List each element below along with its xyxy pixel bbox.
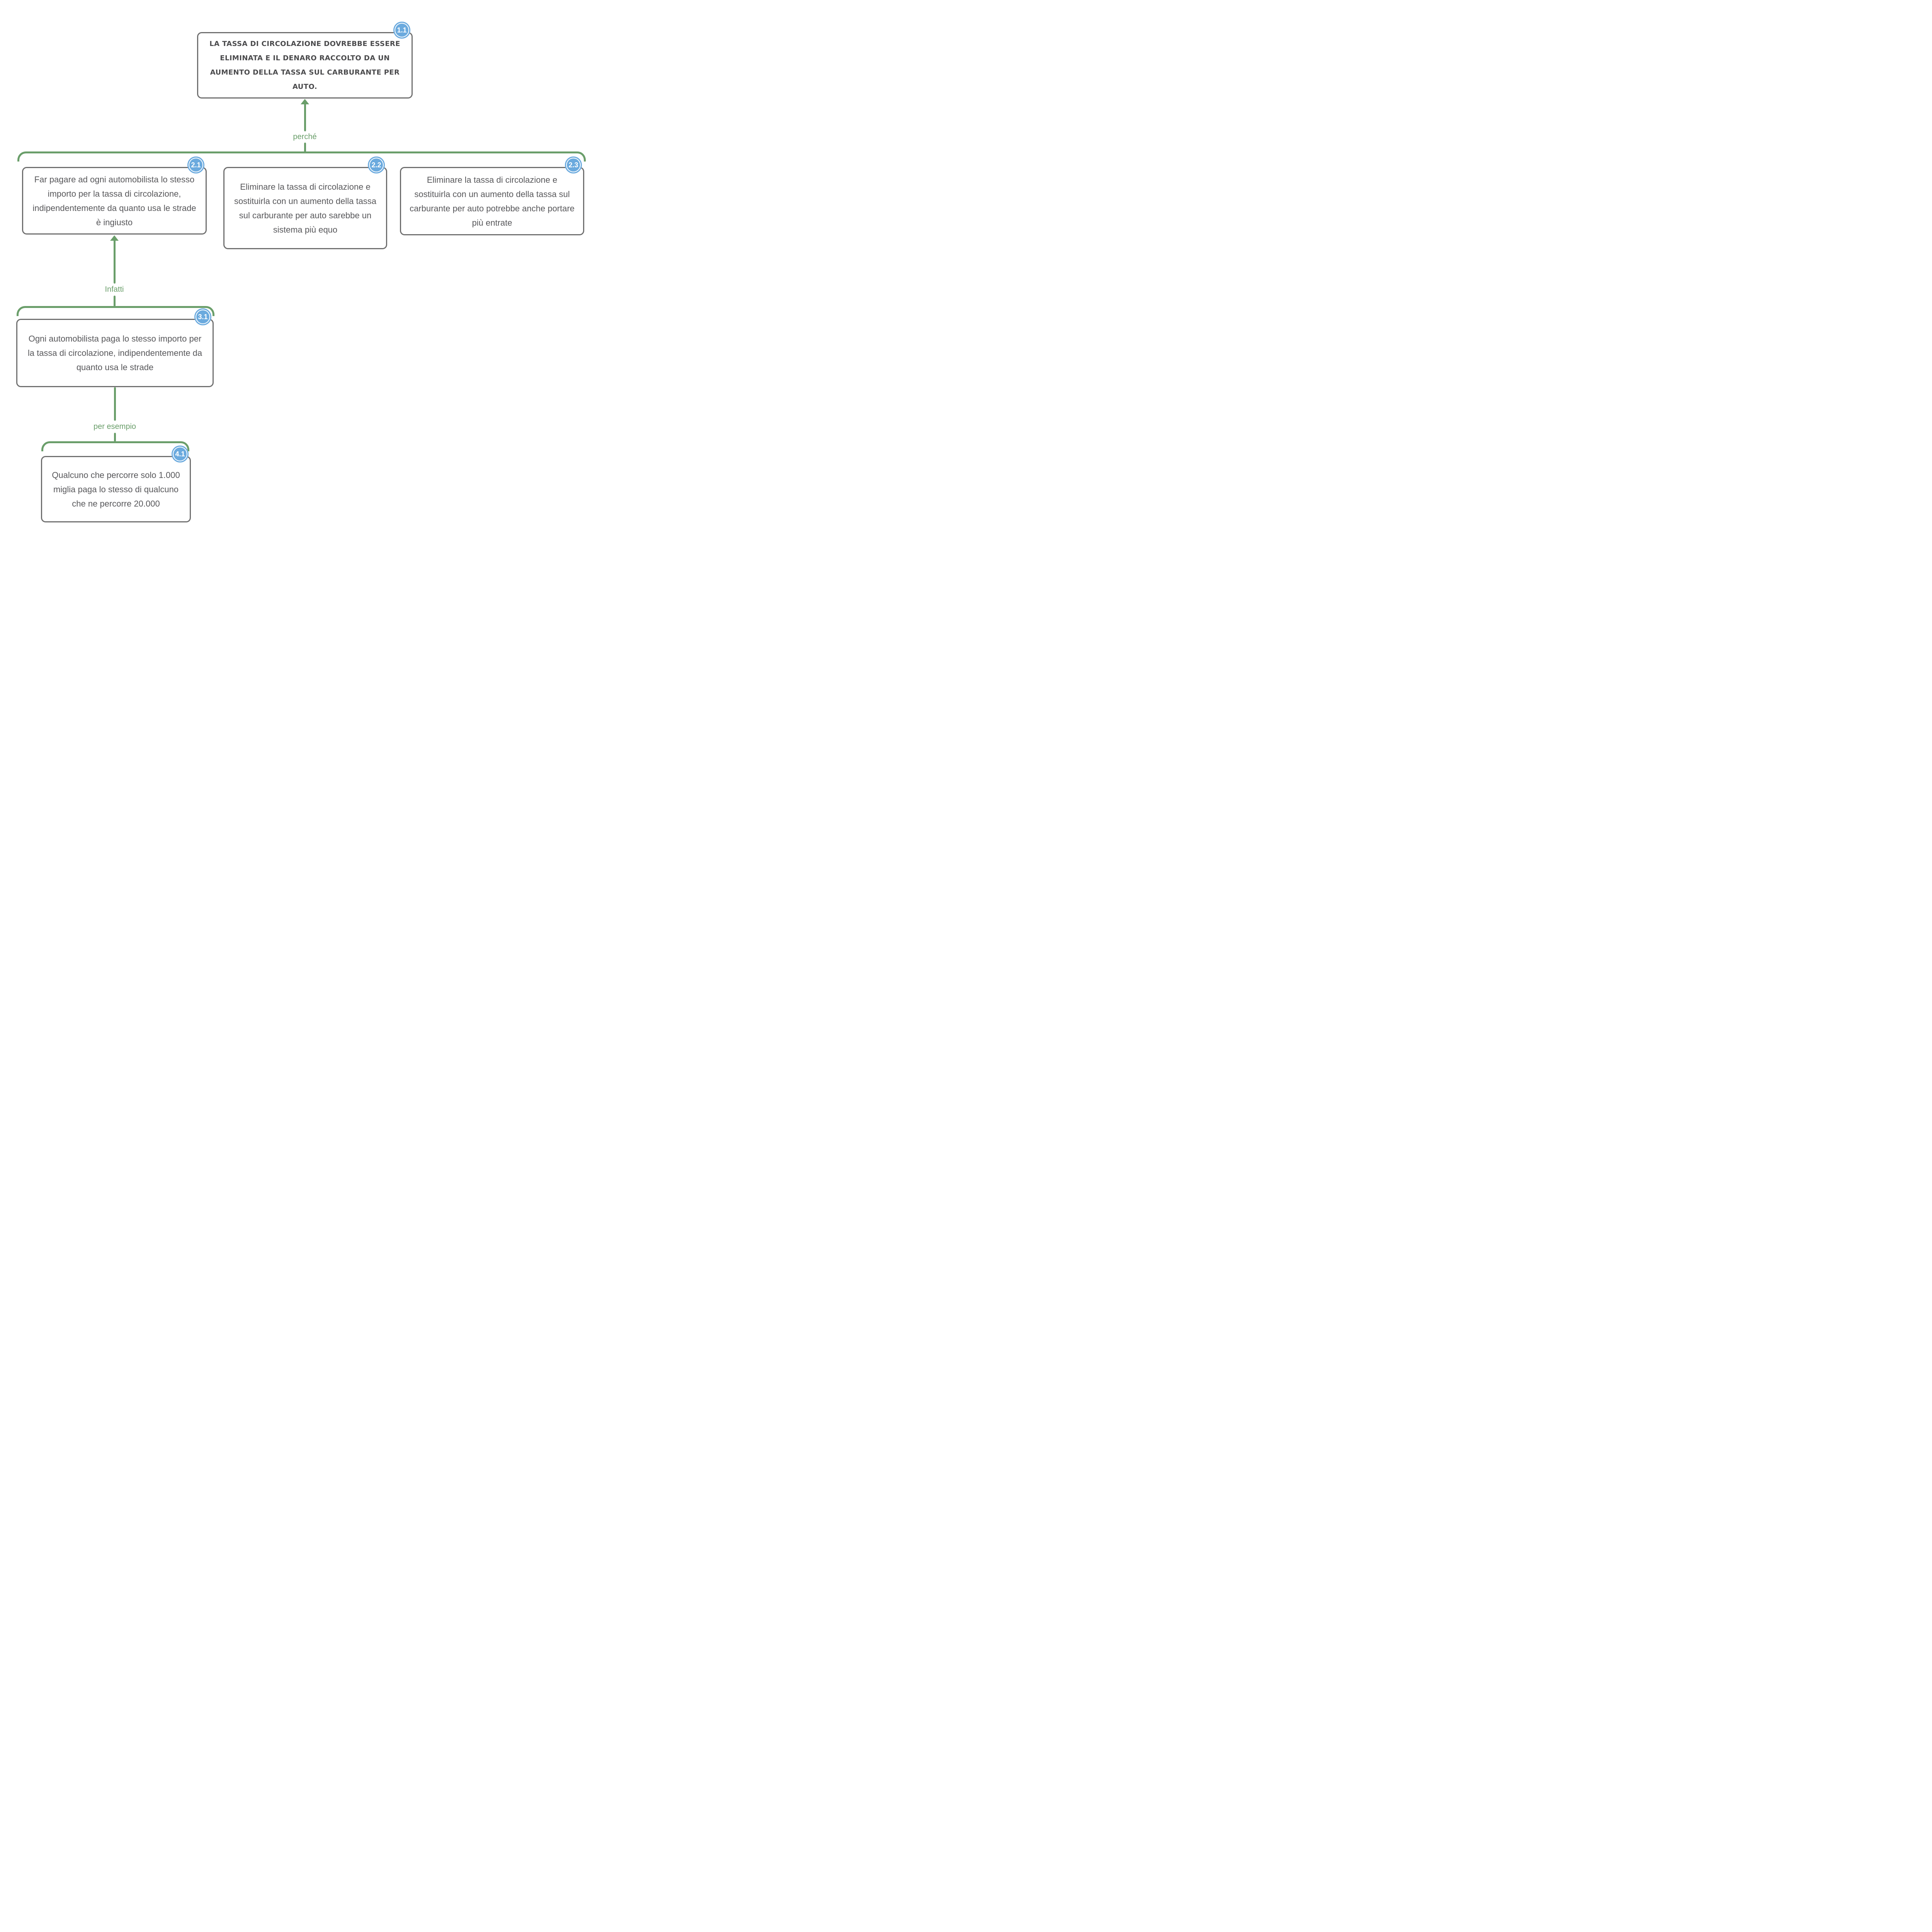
connector-infatti-line-lower xyxy=(114,296,116,306)
node-4-1-badge: 4.1 xyxy=(172,446,189,463)
node-2-3[interactable]: 2.3 Eliminare la tassa di circolazione e… xyxy=(400,156,584,235)
connector-esempio-label: per esempio xyxy=(72,422,157,432)
node-2-2-text: Eliminare la tassa di circolazione e sos… xyxy=(234,182,377,235)
argument-map: perché Infatti per esempio 1.1 La tassa … xyxy=(0,0,606,541)
node-2-1-text: Far pagare ad ogni automobilista lo stes… xyxy=(32,174,196,227)
node-4-1[interactable]: 4.1 Qualcuno che percorre solo 1.000 mig… xyxy=(41,446,191,522)
connector-esempio-bracket xyxy=(41,441,189,451)
connector-infatti-bracket xyxy=(17,306,214,316)
node-2-1-badge: 2.1 xyxy=(187,156,204,173)
connector-esempio-line-upper xyxy=(114,387,116,421)
node-3-1-badge: 3.1 xyxy=(194,308,211,325)
node-1-1[interactable]: 1.1 La tassa di circolazione dovrebbe es… xyxy=(197,22,413,99)
node-2-2[interactable]: 2.2 Eliminare la tassa di circolazione e… xyxy=(223,156,387,249)
connector-perche-bracket xyxy=(17,151,586,162)
connector-infatti-arrowhead-icon xyxy=(110,235,119,241)
node-3-1[interactable]: 3.1 Ogni automobilista paga lo stesso im… xyxy=(16,308,214,387)
node-2-1[interactable]: 2.1 Far pagare ad ogni automobilista lo … xyxy=(22,156,207,235)
connector-perche-label: perché xyxy=(262,132,347,142)
connector-perche-arrowhead-icon xyxy=(301,99,309,104)
node-1-1-badge: 1.1 xyxy=(393,22,410,39)
connector-infatti-line-upper xyxy=(114,240,116,284)
connector-perche-line-upper xyxy=(304,104,306,131)
node-1-1-text: La tassa di circolazione dovrebbe essere… xyxy=(209,40,400,91)
connector-perche-line-lower xyxy=(304,143,306,152)
node-4-1-text: Qualcuno che percorre solo 1.000 miglia … xyxy=(52,470,180,509)
connector-esempio-line-lower xyxy=(114,433,116,442)
node-2-3-text: Eliminare la tassa di circolazione e sos… xyxy=(410,175,575,228)
connector-infatti-label: Infatti xyxy=(72,284,157,295)
node-2-3-badge: 2.3 xyxy=(565,156,582,173)
node-3-1-text: Ogni automobilista paga lo stesso import… xyxy=(27,334,202,372)
node-2-2-badge: 2.2 xyxy=(368,156,385,173)
